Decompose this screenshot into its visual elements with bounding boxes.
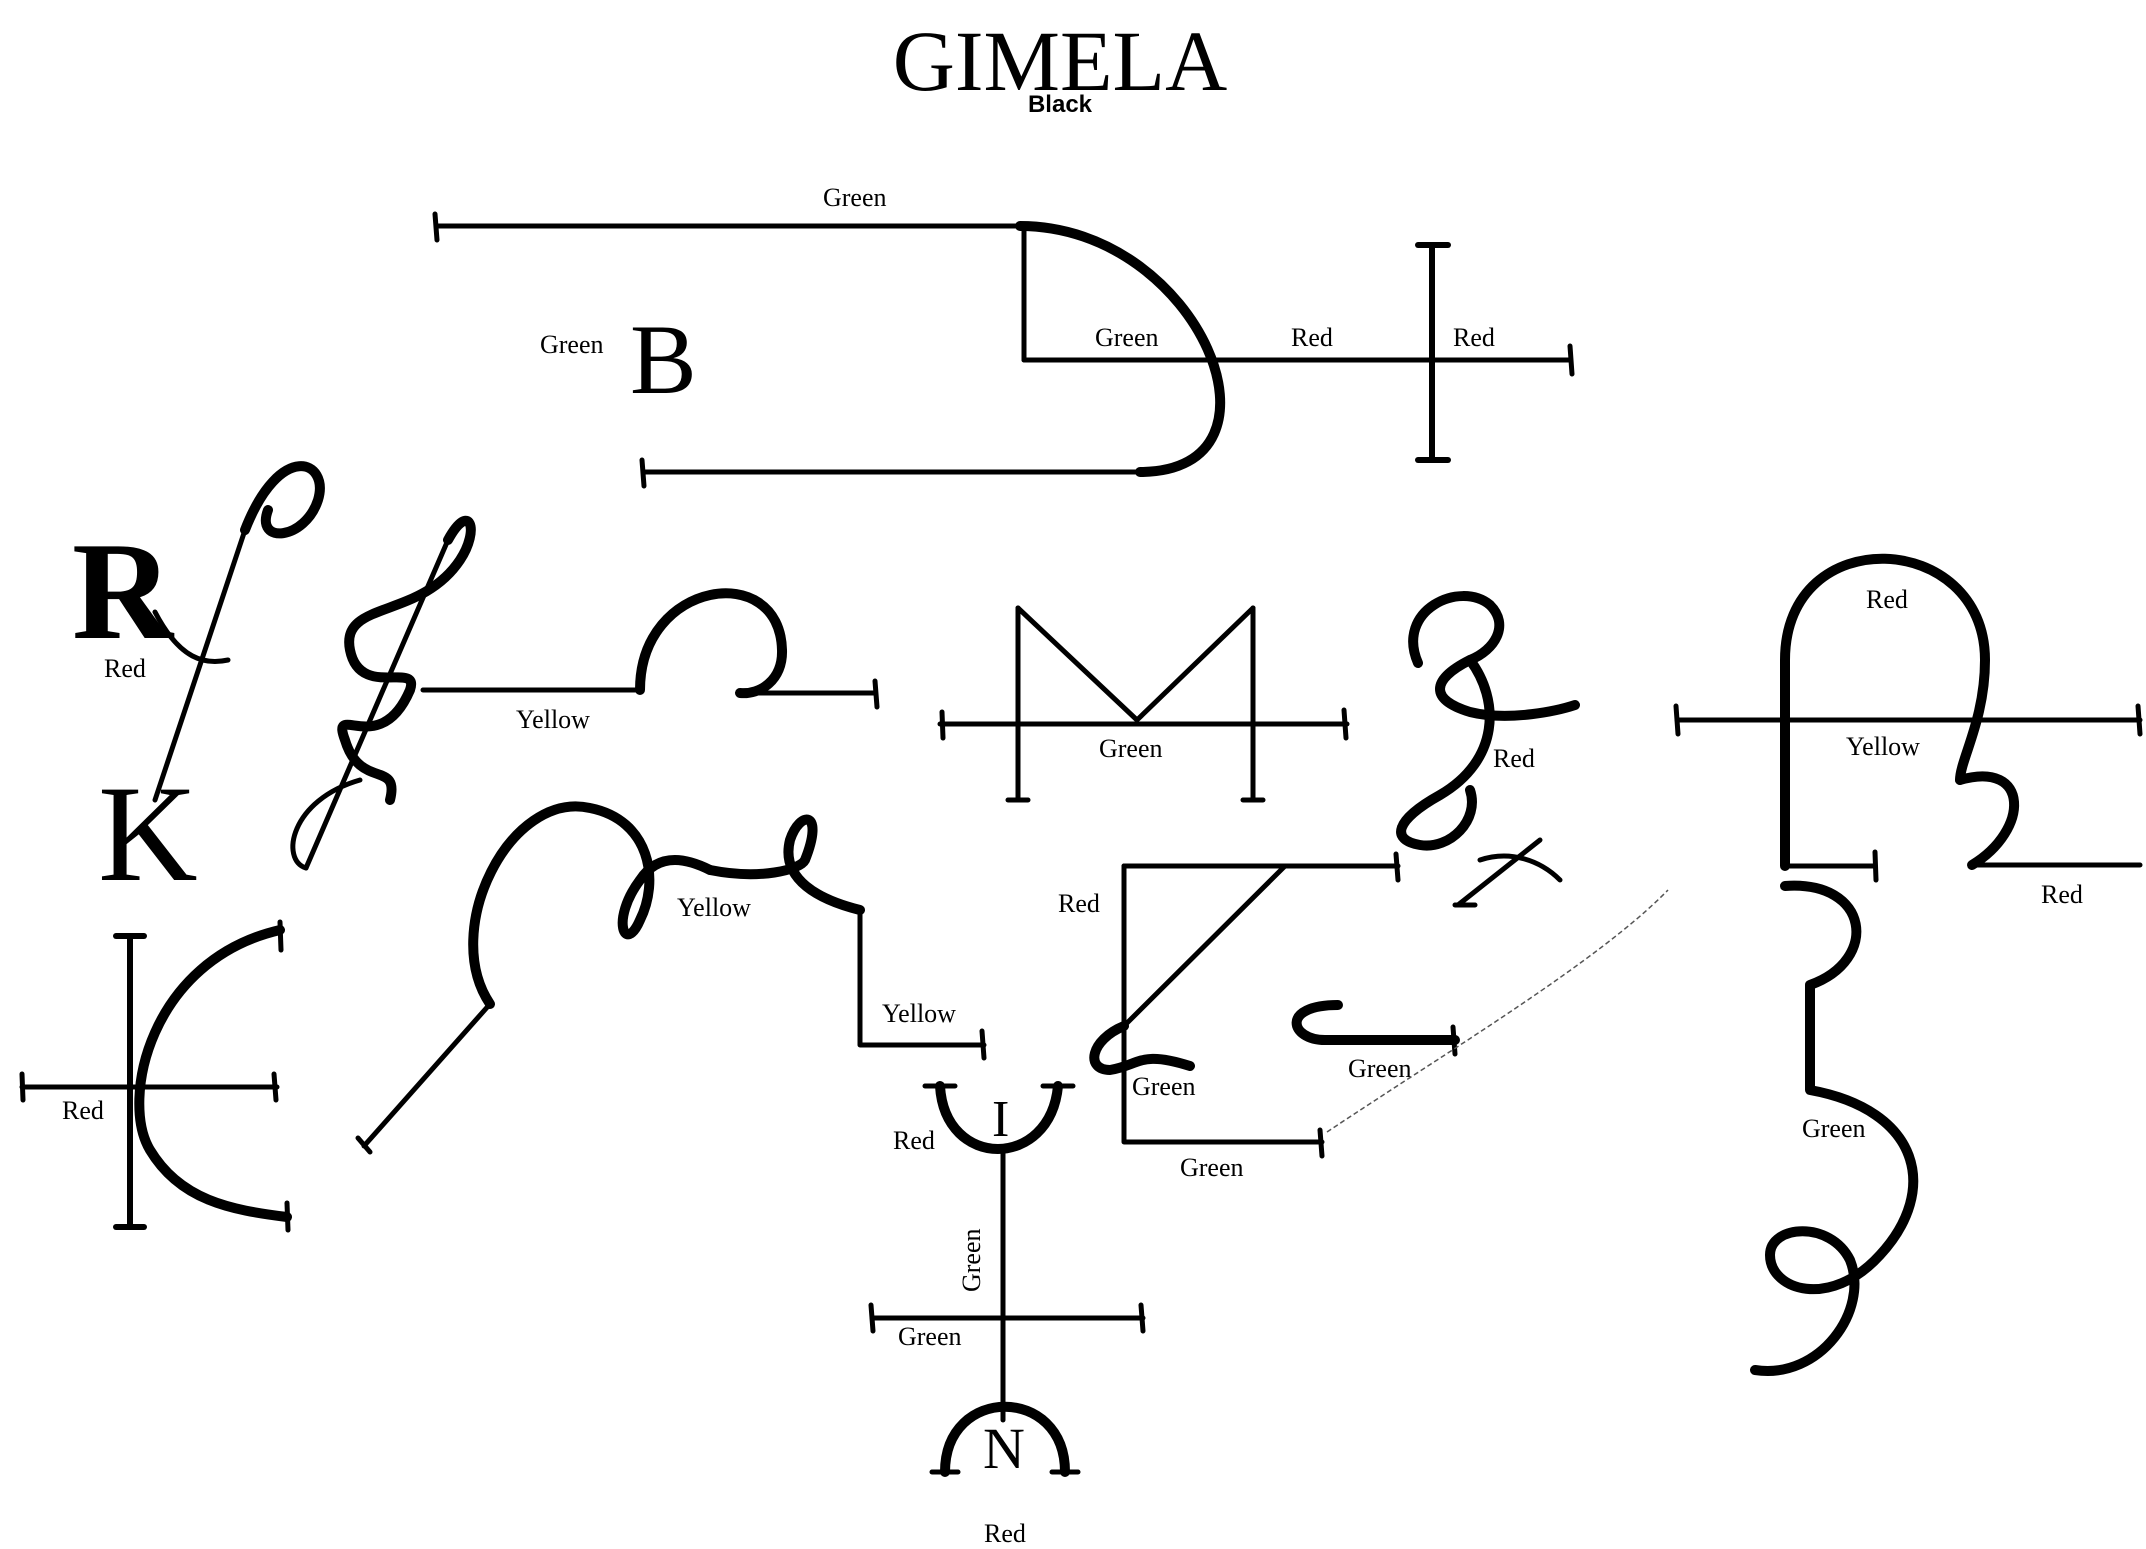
label-hook-line: Yellow [516,705,590,734]
script-l-figure [1396,591,1580,908]
arch-figure [1673,553,2143,883]
wave-figure [355,801,987,1155]
label-n-under: Red [984,1519,1026,1548]
label-r-under: Red [104,654,146,683]
label-arch-tail: Red [2041,880,2083,909]
letter-k: K [98,757,198,910]
label-d-inner: Green [1095,323,1159,352]
label-u-left: Red [893,1126,935,1155]
label-m-bar: Green [1099,734,1163,763]
small-hook-figure [1291,1000,1460,1057]
label-l-script: Red [1493,744,1535,773]
dashed-connector [1326,889,1669,1133]
label-box-left: Red [1058,889,1100,918]
diagram-subtitle: Black [1028,91,1093,118]
label-hook-small: Green [1348,1054,1412,1083]
label-arch-bar: Yellow [1846,732,1920,761]
label-b-side: Green [540,330,604,359]
letter-n: N [983,1416,1025,1481]
label-arch-top: Red [1866,585,1908,614]
label-box-bottom: Green [1180,1153,1244,1182]
s-curve-figure [1750,880,1919,1376]
diagram-title: GIMELA [893,13,1227,109]
letter-r: R [72,514,175,669]
label-cross-left: Red [1291,323,1333,352]
label-cross-right: Red [1453,323,1495,352]
label-stem-vertical: Green [957,1228,986,1292]
label-wave-mid: Yellow [677,893,751,922]
letter-b: B [630,304,697,415]
beta-hook-figure [290,515,880,871]
c-cross-figure [19,919,292,1233]
label-box-inner: Green [1132,1072,1196,1101]
r-k-slash [152,461,325,803]
label-s-curve: Green [1802,1114,1866,1143]
m-figure [937,605,1350,803]
label-top-bar: Green [823,183,887,212]
u-stem-figure [868,1081,1146,1477]
label-stem-bar: Green [898,1322,962,1351]
letter-i: I [992,1091,1009,1148]
label-c-cross: Red [62,1096,104,1125]
box-figure [1089,851,1401,1159]
d-figure [432,211,1575,489]
label-step-line: Yellow [882,999,956,1028]
